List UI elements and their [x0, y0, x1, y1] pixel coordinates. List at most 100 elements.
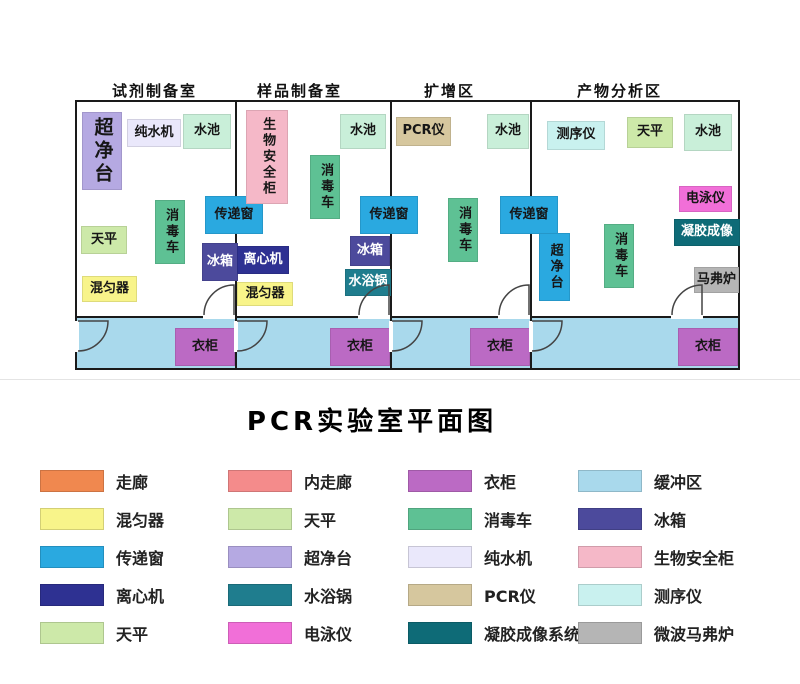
equipment-mixer: 混匀器 — [237, 282, 293, 306]
legend: 走廊 混匀器 传递窗 离心机 天平 内走廊 天平 超净台 水浴锅 电泳仪 衣柜 … — [40, 462, 778, 652]
legend-label: 水浴锅 — [304, 587, 353, 606]
equipment-sink: 水池 — [487, 114, 529, 149]
legend-swatch — [40, 470, 104, 492]
legend-swatch — [40, 622, 104, 644]
legend-swatch — [40, 584, 104, 606]
equipment-fridge: 冰箱 — [202, 243, 238, 281]
section-divider — [0, 379, 800, 380]
equipment-pass-box: 传递窗 — [360, 196, 418, 234]
legend-item: PCR仪 — [408, 583, 578, 607]
page-title: PCR实验室平面图 — [246, 407, 498, 437]
legend-label: 离心机 — [116, 587, 165, 606]
legend-swatch — [578, 470, 642, 492]
equipment-balance: 天平 — [627, 117, 673, 148]
equipment-disinfection-cart: 消毒车 — [155, 200, 185, 264]
legend-label: 超净台 — [304, 549, 353, 568]
legend-label: 混匀器 — [116, 511, 165, 530]
legend-item: 测序仪 — [578, 583, 778, 607]
floor-plan: 超净台 纯水机 水池 传递窗 消毒车 天平 冰箱 混匀器 生物安全柜 水池 消毒… — [75, 100, 740, 370]
equipment-disinfection-cart: 消毒车 — [310, 155, 340, 219]
door-gap — [358, 315, 390, 319]
equipment-water-bath: 水浴锅 — [345, 269, 391, 296]
wardrobe-block: 衣柜 — [678, 328, 738, 366]
wall — [390, 102, 392, 368]
door-gap — [498, 315, 530, 319]
legend-swatch — [408, 546, 472, 568]
legend-swatch — [228, 470, 292, 492]
legend-item: 超净台 — [228, 545, 408, 569]
room-label-sample-prep: 样品制备室 — [257, 82, 343, 100]
wardrobe-block: 衣柜 — [175, 328, 235, 366]
legend-swatch — [408, 470, 472, 492]
legend-label: 走廊 — [116, 473, 149, 492]
legend-swatch — [408, 508, 472, 530]
equipment-sink: 水池 — [340, 114, 386, 149]
wall — [530, 102, 532, 368]
equipment-gel-imaging: 凝胶成像 — [674, 219, 740, 246]
door-icon — [236, 320, 268, 352]
legend-label: 生物安全柜 — [654, 549, 735, 568]
legend-item: 天平 — [228, 507, 408, 531]
wall — [235, 102, 237, 368]
legend-label: 缓冲区 — [654, 473, 703, 492]
door-icon — [671, 284, 703, 316]
legend-label: 衣柜 — [484, 473, 517, 492]
door-icon — [391, 320, 423, 352]
legend-label: 消毒车 — [484, 511, 533, 530]
legend-item: 电泳仪 — [228, 621, 408, 645]
equipment-sequencer: 测序仪 — [547, 121, 605, 150]
legend-item: 凝胶成像系统 — [408, 621, 581, 645]
room-label-amplification: 扩增区 — [424, 82, 476, 100]
legend-label: 凝胶成像系统 — [484, 625, 581, 644]
legend-label: 传递窗 — [116, 549, 165, 568]
door-icon — [498, 284, 530, 316]
equipment-sink: 水池 — [684, 114, 732, 151]
door-gap — [671, 315, 703, 319]
legend-item: 冰箱 — [578, 507, 778, 531]
legend-swatch — [578, 584, 642, 606]
legend-label: 天平 — [304, 511, 337, 530]
door-gap — [529, 321, 533, 352]
equipment-pcr-machine: PCR仪 — [396, 117, 451, 146]
door-icon — [77, 320, 109, 352]
legend-item: 消毒车 — [408, 507, 578, 531]
legend-item: 水浴锅 — [228, 583, 408, 607]
legend-swatch — [228, 622, 292, 644]
legend-item: 微波马弗炉 — [578, 621, 778, 645]
door-icon — [203, 284, 235, 316]
legend-item: 离心机 — [40, 583, 228, 607]
legend-swatch — [578, 622, 642, 644]
legend-swatch — [228, 584, 292, 606]
legend-swatch — [40, 508, 104, 530]
room-label-reagent-prep: 试剂制备室 — [112, 82, 198, 100]
equipment-mixer: 混匀器 — [82, 276, 137, 302]
legend-label: 冰箱 — [654, 511, 687, 530]
room-label-product-analysis: 产物分析区 — [577, 82, 663, 100]
equipment-clean-bench: 超净台 — [82, 112, 122, 190]
legend-swatch — [228, 546, 292, 568]
equipment-centrifuge: 离心机 — [237, 246, 289, 274]
legend-swatch — [578, 546, 642, 568]
equipment-balance: 天平 — [81, 226, 127, 254]
door-icon — [531, 320, 563, 352]
equipment-fridge: 冰箱 — [350, 236, 390, 266]
legend-swatch — [40, 546, 104, 568]
legend-item: 衣柜 — [408, 469, 578, 493]
door-gap — [234, 321, 238, 352]
legend-label: PCR仪 — [484, 587, 536, 606]
equipment-muffle-furnace: 马弗炉 — [694, 267, 739, 293]
legend-item: 天平 — [40, 621, 228, 645]
equipment-electrophoresis: 电泳仪 — [679, 186, 732, 212]
equipment-clean-bench: 超净台 — [539, 233, 570, 301]
legend-label: 电泳仪 — [304, 625, 353, 644]
equipment-sink: 水池 — [183, 114, 231, 149]
legend-item: 传递窗 — [40, 545, 228, 569]
legend-swatch — [578, 508, 642, 530]
legend-label: 纯水机 — [484, 549, 533, 568]
equipment-disinfection-cart: 消毒车 — [448, 198, 478, 262]
legend-label: 天平 — [116, 625, 149, 644]
equipment-disinfection-cart: 消毒车 — [604, 224, 634, 288]
door-gap — [203, 315, 235, 319]
legend-label: 微波马弗炉 — [654, 625, 735, 644]
